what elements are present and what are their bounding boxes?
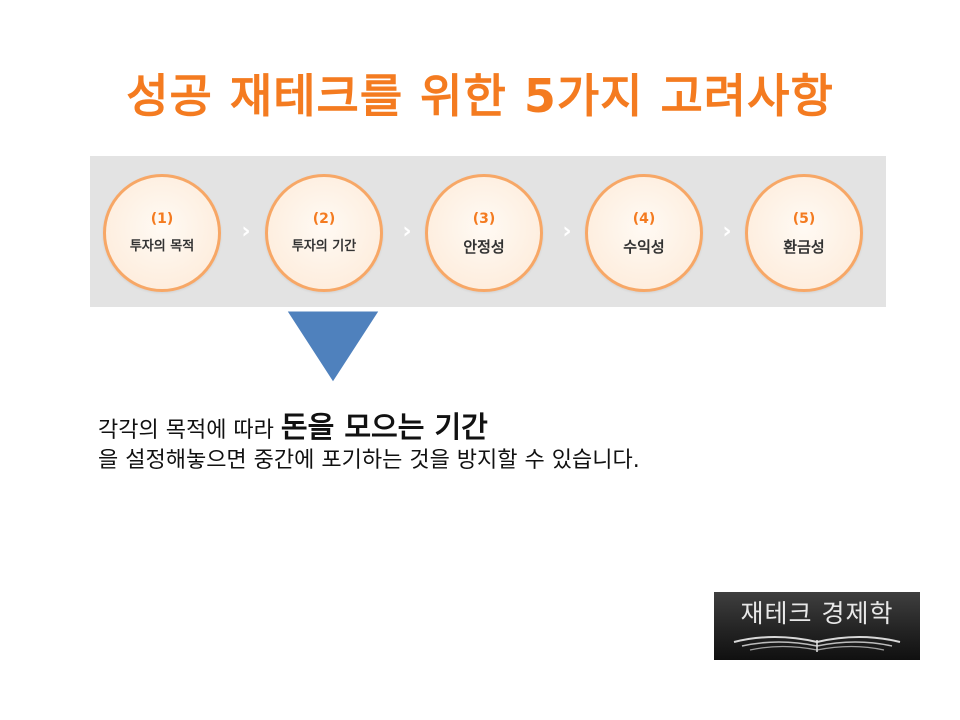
step-circle-3: (3) 안정성 (425, 174, 543, 292)
step-number: (2) (312, 211, 336, 227)
chevron-right-icon: › (241, 219, 251, 244)
step-number: (4) (632, 211, 656, 227)
down-pointer-icon (283, 308, 383, 387)
step-label: 투자의 기간 (291, 239, 357, 254)
logo-text: 재테크 경제학 (740, 599, 894, 628)
slide-title: 성공 재테크를 위한 5가지 고려사항 (126, 69, 834, 123)
step-number: (1) (150, 211, 174, 227)
step-label: 투자의 목적 (129, 239, 195, 254)
chevron-right-icon: › (562, 219, 572, 244)
step-label: 안정성 (463, 238, 505, 256)
step-circle-4: (4) 수익성 (585, 174, 703, 292)
step-circle-2: (2) 투자의 기간 (265, 174, 383, 292)
chevron-right-icon: › (402, 219, 412, 244)
step-number: (3) (472, 211, 496, 227)
step-circle-5: (5) 환금성 (745, 174, 863, 292)
body-text-emphasis: 돈을 모으는 기간 (280, 410, 488, 444)
step-label: 환금성 (783, 238, 825, 256)
step-label: 수익성 (623, 238, 665, 256)
book-logo: 재테크 경제학 (714, 592, 920, 660)
body-text-rest: 을 설정해놓으면 중간에 포기하는 것을 방지할 수 있습니다. (98, 448, 640, 473)
open-book-icon (733, 636, 901, 652)
step-number: (5) (792, 211, 816, 227)
steps-band: (1) 투자의 목적 › (2) 투자의 기간 › (3) 안정성 › (4) … (90, 156, 886, 307)
step-circle-1: (1) 투자의 목적 (103, 174, 221, 292)
body-text-lead: 각각의 목적에 따라 (98, 418, 281, 443)
chevron-right-icon: › (722, 219, 732, 244)
